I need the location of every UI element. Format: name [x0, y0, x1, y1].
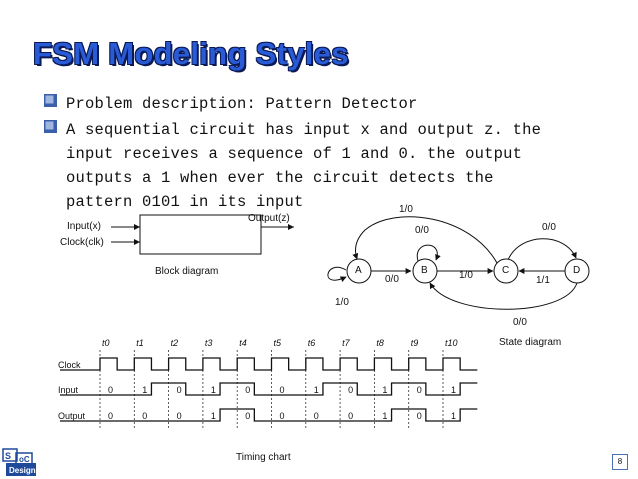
block-input-label: Input(x)	[67, 221, 101, 232]
input-waveform-value: 0	[348, 385, 353, 395]
block-clock-label: Clock(clk)	[60, 237, 104, 248]
svg-text:oC: oC	[19, 455, 30, 464]
transition-a-self	[327, 266, 347, 282]
state-label-b: B	[421, 265, 428, 276]
state-label-c: C	[502, 265, 510, 276]
state-label-a: A	[355, 265, 362, 276]
svg-text:Design: Design	[9, 466, 36, 475]
label-a-b: 0/0	[385, 274, 399, 285]
bullet-line: input receives a sequence of 1 and 0. th…	[66, 145, 523, 163]
label-d-b: 0/0	[513, 317, 527, 328]
input-waveform-value: 1	[211, 385, 216, 395]
time-label: t6	[308, 338, 316, 348]
state-b	[412, 258, 438, 284]
bullet-line: outputs a 1 when ever the circuit detect…	[66, 169, 494, 187]
bullet-square-icon	[44, 94, 57, 107]
label-b-c: 1/0	[459, 270, 473, 281]
state-c	[493, 258, 519, 284]
soc-design-logo: S oC Design	[2, 448, 36, 476]
block-diagram-caption: Block diagram	[155, 266, 219, 277]
time-label: t5	[274, 338, 283, 348]
input-waveform-value: 0	[245, 385, 250, 395]
input-waveform-value: 0	[280, 385, 285, 395]
output-waveform-value: 1	[382, 411, 387, 421]
bullet-line: A sequential circuit has input x and out…	[66, 121, 542, 139]
signal-name: Output	[58, 411, 86, 421]
label-c-d: 0/0	[542, 222, 556, 233]
label-a-self: 1/0	[335, 297, 349, 308]
label-b-self: 0/0	[415, 225, 429, 236]
input-waveform-value: 0	[417, 385, 422, 395]
input-waveform	[60, 382, 478, 396]
input-waveform-value: 1	[314, 385, 319, 395]
time-label: t7	[342, 338, 351, 348]
state-diagram-caption: State diagram	[499, 337, 562, 348]
transition-b-a	[352, 216, 498, 264]
time-label: t2	[171, 338, 179, 348]
state-a	[346, 258, 372, 284]
page-number: 8	[612, 454, 628, 470]
signal-name: Clock	[58, 360, 81, 370]
output-waveform-value: 0	[177, 411, 182, 421]
output-waveform	[60, 408, 478, 422]
block-box	[139, 214, 262, 255]
state-label-d: D	[573, 265, 581, 276]
output-waveform-value: 0	[280, 411, 285, 421]
bullet-line: pattern 0101 in its input	[66, 193, 304, 211]
input-waveform-value: 1	[451, 385, 456, 395]
transition-b-self	[416, 244, 441, 262]
output-waveform-value: 1	[451, 411, 456, 421]
transition-d-b	[429, 282, 578, 310]
input-waveform-value: 0	[108, 385, 113, 395]
input-waveform-value: 1	[382, 385, 387, 395]
output-waveform-value: 0	[314, 411, 319, 421]
clock-waveform	[60, 357, 478, 371]
output-waveform-value: 0	[348, 411, 353, 421]
bullet-text: Problem description: Pattern Detector	[66, 95, 418, 113]
input-waveform-value: 0	[177, 385, 182, 395]
output-waveform-value: 0	[142, 411, 147, 421]
state-d	[564, 258, 590, 284]
output-waveform-value: 0	[245, 411, 250, 421]
bullet-square-icon	[44, 120, 57, 133]
time-label: t9	[411, 338, 419, 348]
time-label: t0	[102, 338, 110, 348]
output-waveform-value: 0	[417, 411, 422, 421]
signal-name: Input	[58, 385, 79, 395]
label-d-c: 1/1	[536, 275, 550, 286]
output-waveform-value: 1	[211, 411, 216, 421]
time-label: t8	[376, 338, 384, 348]
time-label: t3	[205, 338, 213, 348]
slide-title: FSM Modeling Styles	[33, 36, 349, 71]
svg-text:S: S	[5, 451, 11, 461]
time-label: t4	[239, 338, 247, 348]
label-b-a: 1/0	[399, 204, 413, 215]
timing-chart-caption: Timing chart	[236, 452, 291, 463]
output-waveform-value: 0	[108, 411, 113, 421]
input-waveform-value: 1	[142, 385, 147, 395]
block-output-label: Output(z)	[248, 213, 290, 224]
time-label: t10	[445, 338, 458, 348]
transition-c-d	[507, 238, 577, 261]
time-label: t1	[136, 338, 144, 348]
